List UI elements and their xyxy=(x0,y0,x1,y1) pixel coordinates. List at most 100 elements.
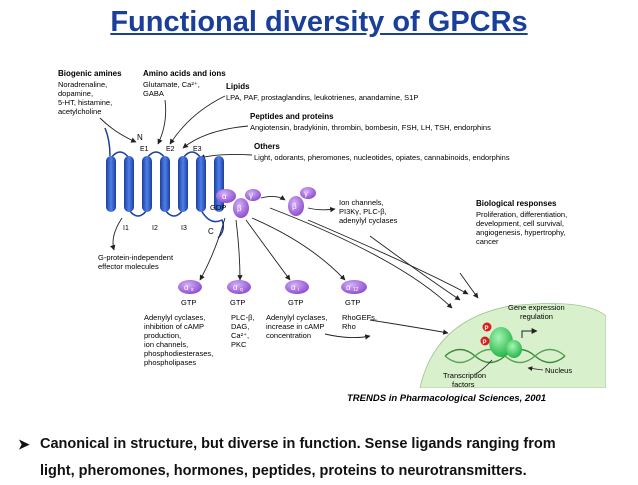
bullet-arrow-icon: ➤ xyxy=(18,436,30,452)
loop-label-i2: I2 xyxy=(152,225,158,232)
nucleus-pointer xyxy=(527,366,544,371)
arrow-to-alpha-i xyxy=(245,219,291,281)
alpha-s-bubble xyxy=(178,280,202,294)
alpha-subunit xyxy=(216,189,236,203)
g-protein-independent: G-protein-independent effector molecules xyxy=(98,253,174,271)
free-beta-gamma: β γ xyxy=(288,187,316,216)
biogenic-line: Noradrenaline, xyxy=(58,80,107,89)
others-heading: Others xyxy=(254,142,280,151)
gamma-subunit xyxy=(245,189,261,201)
betagamma-effector-line: PI3Kγ, PLC-β, xyxy=(339,207,387,216)
alpha-i-bubble xyxy=(285,280,309,294)
betagamma-effectors: Ion channels, PI3Kγ, PLC-β, adenylyl cyc… xyxy=(339,198,398,225)
phospho-icon xyxy=(482,322,492,332)
n-label: N xyxy=(137,133,143,142)
alpha-q-symbol: α xyxy=(233,283,238,292)
arrow-amino xyxy=(157,99,167,145)
c-terminus xyxy=(200,209,225,239)
tf-label-line: Transcription xyxy=(443,371,486,380)
independent-line: G-protein-independent xyxy=(98,253,174,262)
effect-line: RhoGEFs, xyxy=(342,313,377,322)
alpha-s-symbol: α xyxy=(184,283,189,292)
effect-line: DAG, xyxy=(231,322,249,331)
bullet-line: Canonical in structure, but diverse in f… xyxy=(40,436,556,452)
alpha-i-gtp: GTP xyxy=(288,298,303,307)
biogenic-line: acetylcholine xyxy=(58,107,101,116)
betagamma-effector-line: adenylyl cyclases xyxy=(339,216,398,225)
tf-pointer xyxy=(475,359,493,375)
free-gamma xyxy=(300,187,316,199)
arrow-betagamma-effectors xyxy=(307,206,336,213)
effect-line: PLC-β, xyxy=(231,313,255,322)
effect-line: production, xyxy=(144,331,181,340)
effect-line: Rho xyxy=(342,322,356,331)
transmembrane-helix xyxy=(124,156,134,212)
nucleus: P P Gene expression regulation Transcrip… xyxy=(419,303,606,388)
effect-line: Adenylyl cyclases, xyxy=(144,313,205,322)
alpha-i-subscript: i xyxy=(298,287,299,293)
alpha-label: α xyxy=(222,192,227,201)
peptides-text: Angiotensin, bradykinin, thrombin, bombe… xyxy=(250,123,491,132)
arrow-to-alpha-q xyxy=(235,219,243,281)
effect-line: increase in cAMP xyxy=(266,322,324,331)
transmembrane-helix xyxy=(142,156,152,212)
gdp-label: GDP xyxy=(210,203,226,212)
c-label: C xyxy=(208,227,214,236)
alpha-i: α i GTP xyxy=(285,280,309,307)
slide-title: Functional diversity of GPCRs xyxy=(110,6,528,38)
loop-label-e2: E2 xyxy=(166,146,175,153)
arrow-gprotein-to-nucleus xyxy=(269,207,453,309)
alpha-12: α 12 GTP xyxy=(341,280,367,307)
effect-line: Adenylyl cyclases, xyxy=(266,313,327,322)
phospho-icon xyxy=(480,336,490,346)
phospho-label: P xyxy=(483,340,487,346)
biogenic-line: 5-HT, histamine, xyxy=(58,98,112,107)
n-terminus xyxy=(104,127,111,157)
free-gamma-label: γ xyxy=(304,189,308,198)
alpha-12-gtp: GTP xyxy=(345,298,360,307)
free-beta-label: β xyxy=(292,202,297,211)
effect-line: concentration xyxy=(266,331,311,340)
lipids-text: LPA, PAF, prostaglandins, leukotrienes, … xyxy=(226,93,418,102)
alpha-12-effects: RhoGEFs, Rho xyxy=(342,313,377,331)
arrow-lipids xyxy=(169,95,226,145)
alpha-q: α q GTP xyxy=(227,280,251,307)
ligand-lipids: Lipids LPA, PAF, prostaglandins, leukotr… xyxy=(226,82,418,102)
loop-label-i3: I3 xyxy=(181,225,187,232)
ligand-peptides: Peptides and proteins Angiotensin, brady… xyxy=(250,112,491,132)
effect-line: ion channels, xyxy=(144,340,188,349)
gpcr-receptor: N E1 E2 E3 I1 I2 I3 C xyxy=(104,127,225,239)
arrow-peptides xyxy=(182,125,249,149)
responses-heading: Biological responses xyxy=(476,199,557,208)
ligand-biogenic-amines: Biogenic amines Noradrenaline, dopamine,… xyxy=(58,69,122,116)
alpha-s-effects: Adenylyl cyclases, inhibition of cAMP pr… xyxy=(144,313,213,367)
arrow-to-alpha-s xyxy=(199,217,226,281)
effect-line: PKC xyxy=(231,340,247,349)
nucleus-label: Nucleus xyxy=(545,366,572,375)
peptides-heading: Peptides and proteins xyxy=(250,112,334,121)
arrow-biogenic xyxy=(99,117,137,143)
responses-line: angiogenesis, hypertrophy, xyxy=(476,228,566,237)
g-protein-heterotrimer: α γ β GDP xyxy=(210,189,261,218)
figure-credit: TRENDS in Pharmacological Sciences, 2001 xyxy=(347,393,547,404)
alpha-s: α s GTP xyxy=(178,280,202,307)
alpha-q-bubble xyxy=(227,280,251,294)
free-beta xyxy=(288,196,304,216)
alpha-arrows xyxy=(199,217,346,281)
alpha-s-subscript: s xyxy=(191,287,194,293)
gene-expression-line: Gene expression xyxy=(508,303,565,312)
gpcr-diagram: Biogenic amines Noradrenaline, dopamine,… xyxy=(58,69,606,388)
gene-expression-line: regulation xyxy=(520,312,553,321)
responses-line: Proliferation, differentiation, xyxy=(476,210,567,219)
beta-label: β xyxy=(237,204,242,213)
biological-responses: Biological responses Proliferation, diff… xyxy=(476,199,567,246)
lipids-heading: Lipids xyxy=(226,82,250,91)
amino-line: GABA xyxy=(143,89,164,98)
arrow-to-alpha-12 xyxy=(251,217,346,281)
transcription-start-arrow xyxy=(521,328,538,338)
effect-line: inhibition of cAMP xyxy=(144,322,204,331)
amino-line: Glutamate, Ca²⁺, xyxy=(143,80,200,89)
phospho-label: P xyxy=(485,326,489,332)
alpha-12-bubble xyxy=(341,280,367,294)
alpha-s-gtp: GTP xyxy=(181,298,196,307)
